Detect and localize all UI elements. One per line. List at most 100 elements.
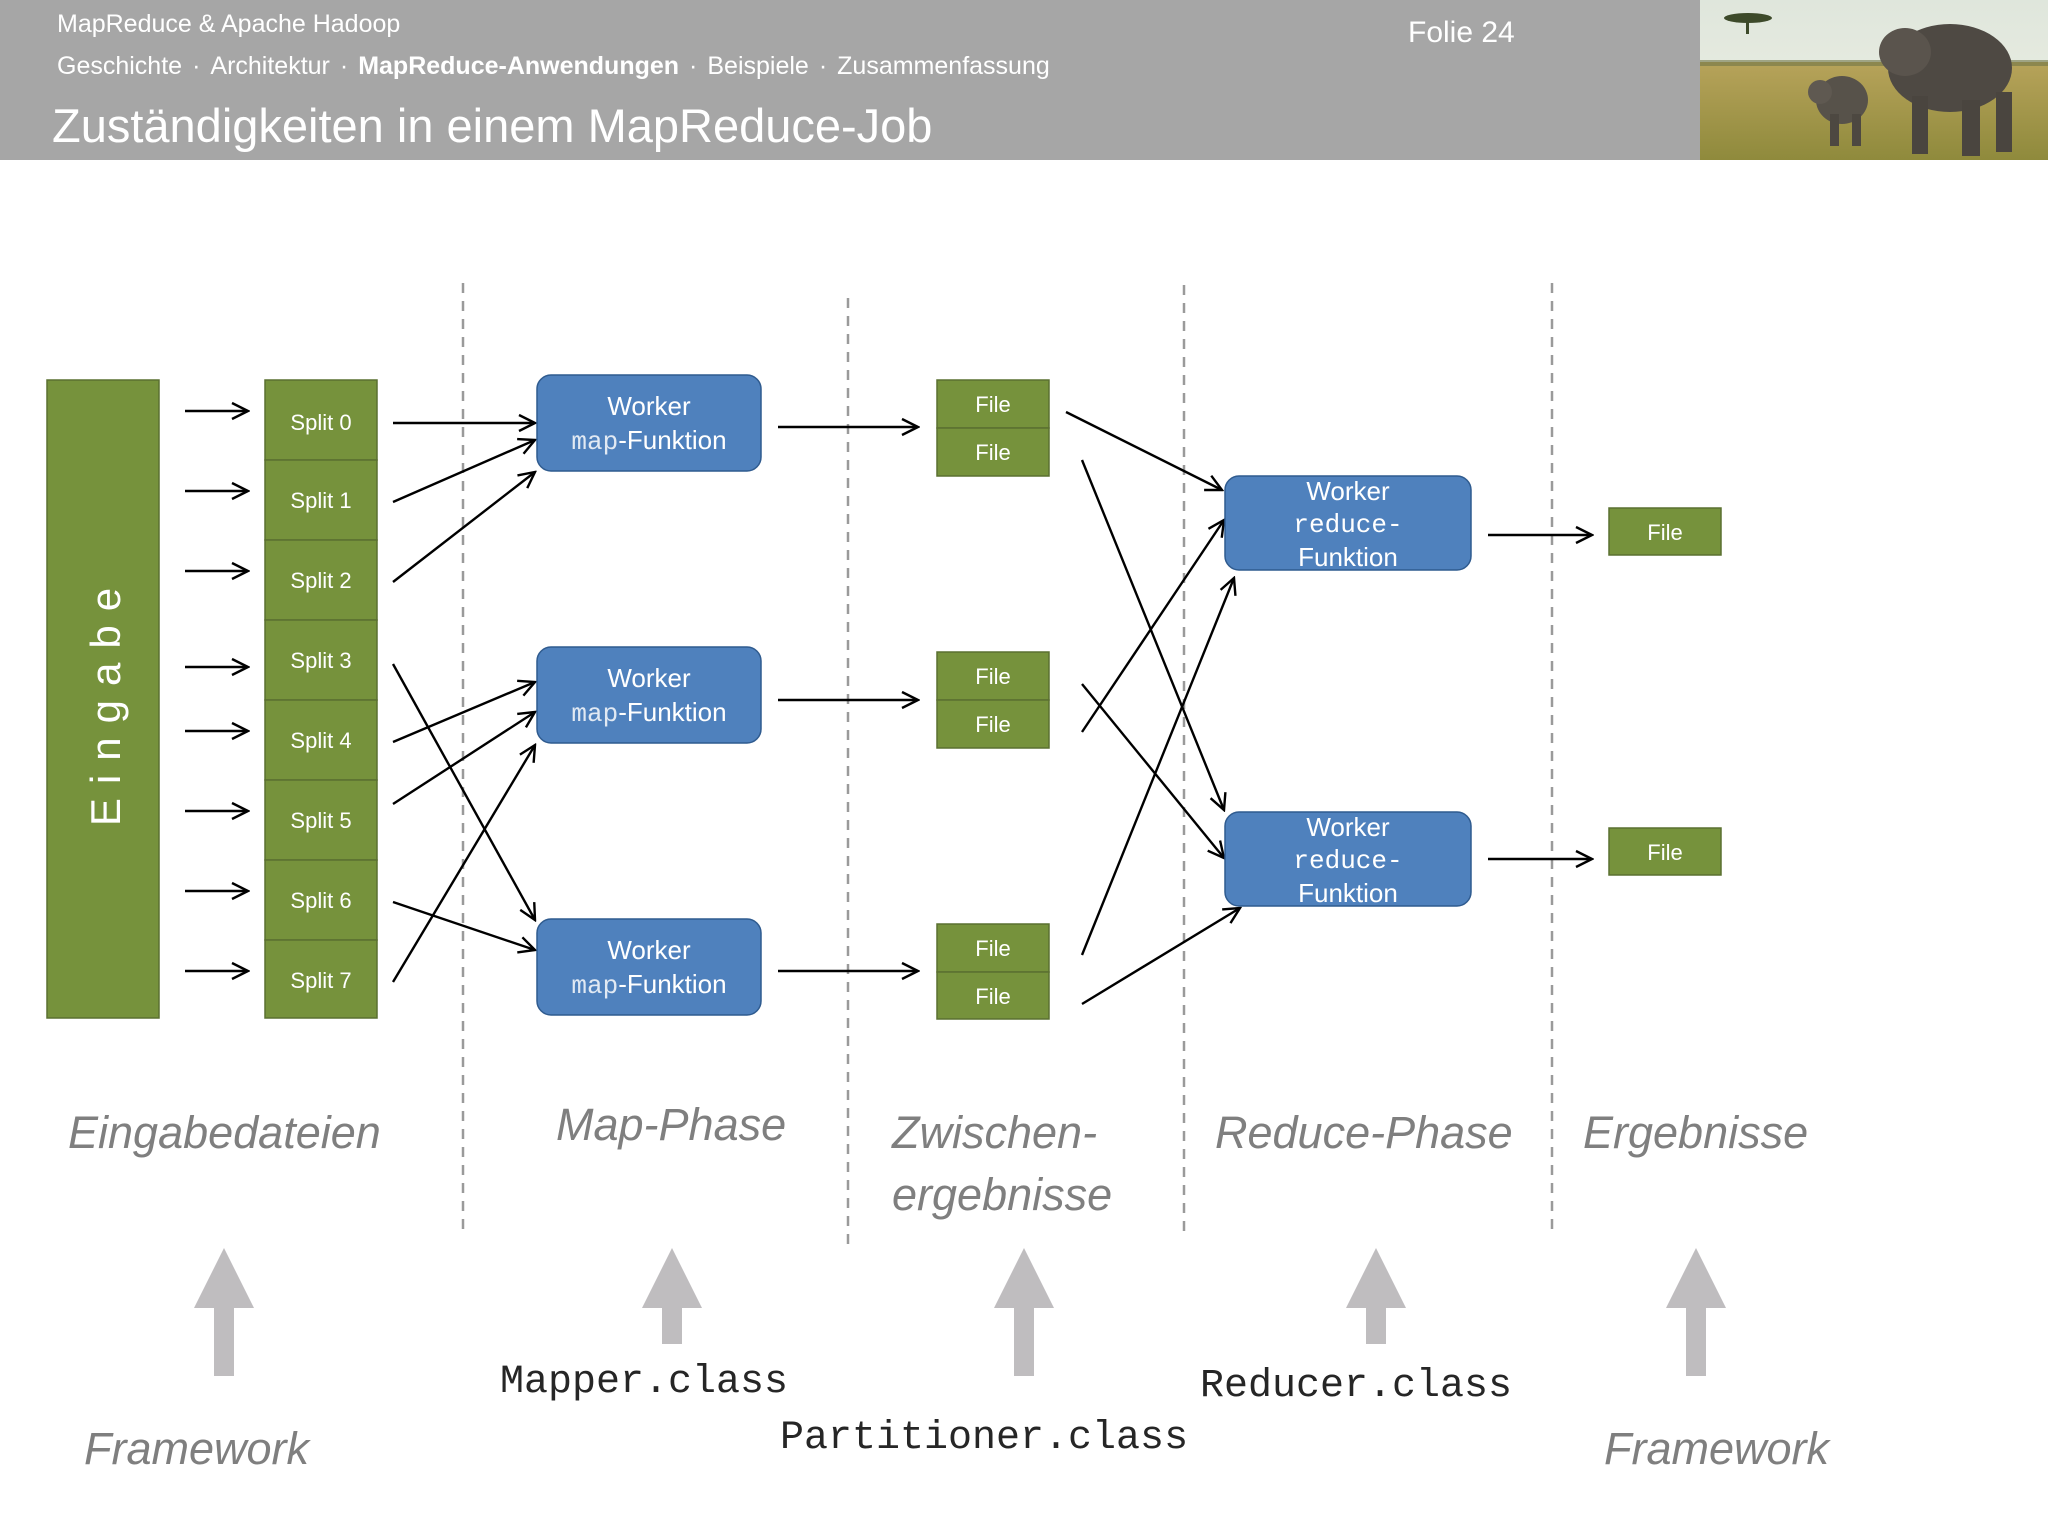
phase-label-results: Ergebnisse [1583,1107,1809,1158]
phase-label-intermediate: Zwischen- ergebnisse [892,1102,1112,1226]
file-label: File [1647,840,1682,865]
reduce-worker: Worker reduce- Funktion [1224,475,1472,572]
file-label: File [975,712,1010,737]
result-files: File File [1608,507,1722,876]
worker-label: Worker [607,935,691,965]
responsibility-arrows [194,1248,1726,1376]
function-suffix: -Funktion [618,697,726,727]
nav-item-architektur[interactable]: Architektur [210,52,330,80]
svg-text:map-Funktion: map-Funktion [571,425,726,457]
reduce-to-result-arrows [1488,535,1592,859]
course-title: MapReduce & Apache Hadoop [57,10,401,38]
up-arrow [642,1248,702,1344]
split-to-map-arrows [391,423,535,983]
file-box: File [1608,827,1722,876]
function-suffix: -Funktion [618,425,726,455]
phase-label-reduce: Reduce-Phase [1215,1107,1513,1158]
split-label: Split 7 [290,968,351,993]
phase-label-input-files: Eingabedateien [68,1107,381,1158]
input-arrows [185,411,248,971]
function-suffix: -Funktion [618,969,726,999]
slide-header: MapReduce & Apache Hadoop Geschichte · Arc… [0,0,1700,160]
split-label: Split 3 [290,648,351,673]
slide-number: Folie 24 [1408,16,1515,49]
file-label: File [975,664,1010,689]
partitioner-class-label: Partitioner.class [780,1416,1189,1461]
split-box: Split 7 [264,939,378,1019]
split-box: Split 2 [264,539,378,621]
nav-item-zusammenfassung[interactable]: Zusammenfassung [837,52,1050,80]
map-worker: Worker map-Funktion [536,374,762,472]
phase-label-map: Map-Phase [556,1099,787,1150]
arrow [392,682,535,744]
framework-label-right: Framework [1604,1423,1830,1474]
split-label: Split 0 [290,410,351,435]
arrow [1080,459,1224,810]
worker-label: Worker [607,663,691,693]
map-code: map [571,699,618,729]
function-label: Funktion [1298,542,1398,572]
file-box: File [936,651,1050,701]
nav-item-geschichte[interactable]: Geschichte [57,52,183,80]
arrow [1081,908,1240,1006]
file-box: File [936,971,1050,1020]
file-label: File [975,984,1010,1009]
split-box: Split 1 [264,459,378,541]
framework-label-left: Framework [84,1423,310,1474]
elephant-photo [1700,0,2048,160]
map-code: map [571,971,618,1001]
arrow [391,663,535,920]
split-column: Split 0 Split 1 Split 2 Split 3 Split 4 … [264,379,378,1019]
nav-item-mapreduce-anwendungen[interactable]: MapReduce-Anwendungen [358,52,680,80]
arrow [1065,410,1222,490]
reduce-code: reduce- [1293,510,1402,540]
map-worker: Worker map-Funktion [536,918,762,1016]
worker-label: Worker [1306,476,1390,506]
split-box: Split 6 [264,859,378,941]
nav-separator: · [192,52,201,80]
up-arrow [194,1248,254,1376]
arrow [1080,578,1234,956]
slide-title: Zuständigkeiten in einem MapReduce-Job [52,99,933,152]
map-code: map [571,427,618,457]
split-box: Split 0 [264,379,378,461]
reduce-worker: Worker reduce- Funktion [1224,811,1472,908]
arrow [392,440,535,504]
intermediate-files: File File File File File File [936,379,1050,1020]
reduce-code: reduce- [1293,846,1402,876]
map-worker: Worker map-Funktion [536,646,762,744]
split-box: Split 4 [264,699,378,781]
split-box: Split 3 [264,619,378,701]
function-label: Funktion [1298,878,1398,908]
split-label: Split 1 [290,488,351,513]
nav-item-beispiele[interactable]: Beispiele [707,52,809,80]
nav-separator: · [689,52,698,80]
nav-separator: · [818,52,828,80]
file-label: File [975,936,1010,961]
split-label: Split 4 [290,728,351,753]
svg-text:map-Funktion: map-Funktion [571,697,726,729]
up-arrow [1346,1248,1406,1344]
split-label: Split 6 [290,888,351,913]
split-label: Split 5 [290,808,351,833]
arrow [392,900,535,950]
breadcrumb: Geschichte · Architektur · MapReduce-Anwendu… [57,52,1050,81]
arrow [391,745,535,983]
file-box: File [1608,507,1722,556]
phase-label-intermediate-line1: Zwischen- [892,1107,1098,1158]
reducer-class-label: Reducer.class [1200,1364,1513,1409]
file-box: File [936,379,1050,429]
arrow [392,712,535,806]
shuffle-arrows [1065,410,1240,1006]
file-box: File [936,427,1050,477]
mapper-class-label: Mapper.class [500,1360,789,1405]
input-block: Eingabe [46,379,160,1019]
nav-separator: · [339,52,349,80]
file-box: File [936,699,1050,749]
worker-label: Worker [607,391,691,421]
input-label: Eingabe [82,574,129,826]
up-arrow [1666,1248,1726,1376]
up-arrow [994,1248,1054,1376]
svg-text:map-Funktion: map-Funktion [571,969,726,1001]
